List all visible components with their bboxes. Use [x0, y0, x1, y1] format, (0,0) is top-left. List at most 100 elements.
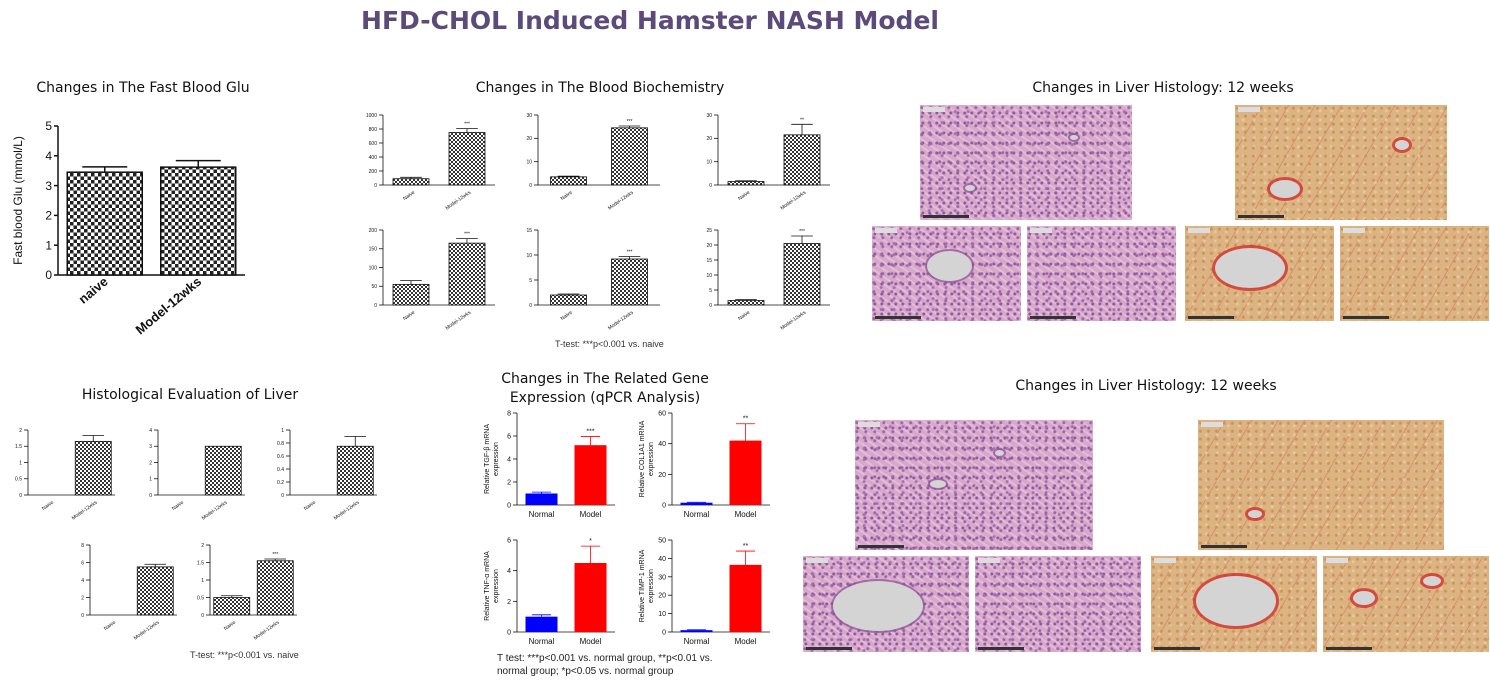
he5-bar-0	[213, 597, 251, 616]
he4-category-1: Model-12wks	[133, 619, 161, 641]
bc6-ytick-label-2: 10	[706, 273, 712, 279]
bc2-ytick-label-2: 20	[526, 136, 532, 142]
biochem-note: T-test: ***p<0.001 vs. naive	[555, 339, 664, 349]
histology-sr-overview-2	[1198, 420, 1444, 550]
he5-ytick-label-0: 0	[201, 613, 204, 619]
histology-sr-detail-1a	[1185, 226, 1334, 321]
fbg-ytick-label-2: 2	[45, 209, 52, 223]
bc1-bar-1	[448, 132, 486, 186]
he1-ytick-label-1: 0.5	[15, 477, 22, 483]
fbg-ytick-label-1: 1	[45, 238, 52, 252]
he2-ytick-label-4: 4	[149, 428, 152, 434]
bc4-ytick-label-0: 0	[374, 303, 377, 309]
bc4-category-0: Naive	[402, 310, 416, 322]
g1-ytick-label-0: 0	[507, 502, 511, 509]
he2-category-1: Model-12wks	[201, 499, 229, 521]
g2-bar-0	[680, 502, 713, 505]
fbg-ytick-label-4: 4	[45, 149, 52, 163]
histology-sr-detail-1b	[1340, 226, 1489, 321]
bc1-ytick-label-1: 200	[369, 169, 378, 175]
g3-ytick-label-0: 0	[507, 629, 511, 636]
g1-ylabel-line1: Relative TGF-β mRNA	[484, 424, 491, 494]
gene-note: T test: ***p<0.001 vs. normal group, **p…	[497, 652, 713, 678]
he1-ytick-label-0: 0	[19, 493, 22, 499]
bc6-bar-0	[727, 300, 765, 306]
he2-ytick-label-3: 3	[149, 444, 152, 450]
liver-histo-title-1: Changes in Liver Histology: 12 weeks	[1032, 80, 1294, 96]
he4-category-0: Naive	[103, 620, 117, 632]
g4-ytick-label-2: 20	[658, 593, 666, 600]
g4-sig-1: **	[743, 543, 749, 550]
g1-ytick-label-4: 8	[507, 410, 511, 417]
g4-category-0: Normal	[684, 637, 710, 646]
bc5-ytick-label-3: 15	[526, 228, 532, 234]
he4-bar-1	[136, 566, 174, 616]
bc5-category-1: Model-12wks	[607, 309, 635, 331]
g4-ytick-label-4: 40	[658, 556, 666, 563]
bc3-bar-0	[727, 181, 765, 186]
bc5-sig-1: ***	[627, 250, 633, 256]
bc1-category-1: Model-12wks	[445, 189, 473, 211]
bc1-sig-1: ***	[464, 122, 470, 128]
bc4-ytick-label-1: 50	[371, 284, 377, 290]
g4-ylabel-line1: Relative TIMP-1 mRNA	[639, 549, 646, 622]
bc2-category-0: Naive	[560, 190, 574, 202]
gene-section-title: Changes in The Related Gene Expression (…	[470, 370, 740, 408]
gene-note-line1: T test: ***p<0.001 vs. normal group, **p…	[497, 653, 713, 664]
bc4-bar-1	[448, 242, 486, 306]
bc2-bar-1	[611, 127, 648, 186]
g2-ytick-label-3: 60	[658, 410, 666, 417]
fbg-category-1: Model-12wks	[133, 274, 205, 338]
he1-ytick-label-4: 2	[19, 428, 22, 434]
he5-category-0: Naive	[223, 620, 237, 632]
bc3-sig-1: **	[800, 117, 804, 123]
fbg-ylabel: Fast blood Glu (mmol/L)	[11, 136, 25, 265]
g3-ytick-label-1: 2	[507, 599, 511, 606]
bc1-category-0: Naive	[402, 190, 416, 202]
g3-bar-0	[525, 616, 558, 632]
histology-sr-detail-2b	[1323, 556, 1489, 652]
he5-bar-1	[256, 560, 294, 616]
g4-ylabel-line2: expression	[648, 569, 655, 603]
g4-ytick-label-3: 30	[658, 574, 666, 581]
g1-bar-0	[525, 493, 558, 505]
bc5-bar-1	[611, 258, 648, 306]
g3-category-0: Normal	[529, 637, 555, 646]
bc6-ytick-label-5: 25	[706, 228, 712, 234]
histology-he-detail-1a	[872, 226, 1021, 321]
g1-bar-1	[574, 445, 607, 505]
g2-ytick-label-0: 0	[662, 502, 666, 509]
g1-ylabel-line2: expression	[493, 442, 500, 476]
histology-sr-overview-1	[1235, 105, 1447, 220]
he1-category-1: Model-12wks	[71, 499, 99, 521]
bc1-ytick-label-4: 800	[369, 127, 378, 133]
fbg-bar-0	[66, 171, 143, 276]
g4-bar-1	[729, 564, 762, 632]
histo-eval-note: T-test: ***p<0.001 vs. naive	[190, 650, 299, 660]
bc4-ytick-label-2: 100	[369, 265, 378, 271]
he3-ytick-label-1: 0.2	[277, 480, 284, 486]
he3-ytick-label-4: 0.8	[277, 441, 284, 447]
g3-ylabel-line2: expression	[493, 569, 500, 603]
he1-bar-1	[74, 440, 112, 496]
bc6-ytick-label-4: 20	[706, 243, 712, 249]
bc6-ytick-label-0: 0	[709, 303, 712, 309]
g2-ylabel-line1: Relative COL1A1 mRNA	[639, 420, 646, 497]
he5-category-1: Model-12wks	[253, 619, 281, 641]
g4-ytick-label-5: 50	[658, 537, 666, 544]
g2-category-0: Normal	[684, 510, 710, 519]
g1-category-1: Model	[580, 510, 602, 519]
he2-category-0: Naive	[171, 500, 185, 512]
bc4-ytick-label-4: 200	[369, 228, 378, 234]
bc6-ytick-label-3: 15	[706, 258, 712, 264]
he3-category-1: Model-12wks	[333, 499, 361, 521]
he1-ytick-label-3: 1.5	[15, 444, 22, 450]
bc3-ytick-label-0: 0	[709, 183, 712, 189]
